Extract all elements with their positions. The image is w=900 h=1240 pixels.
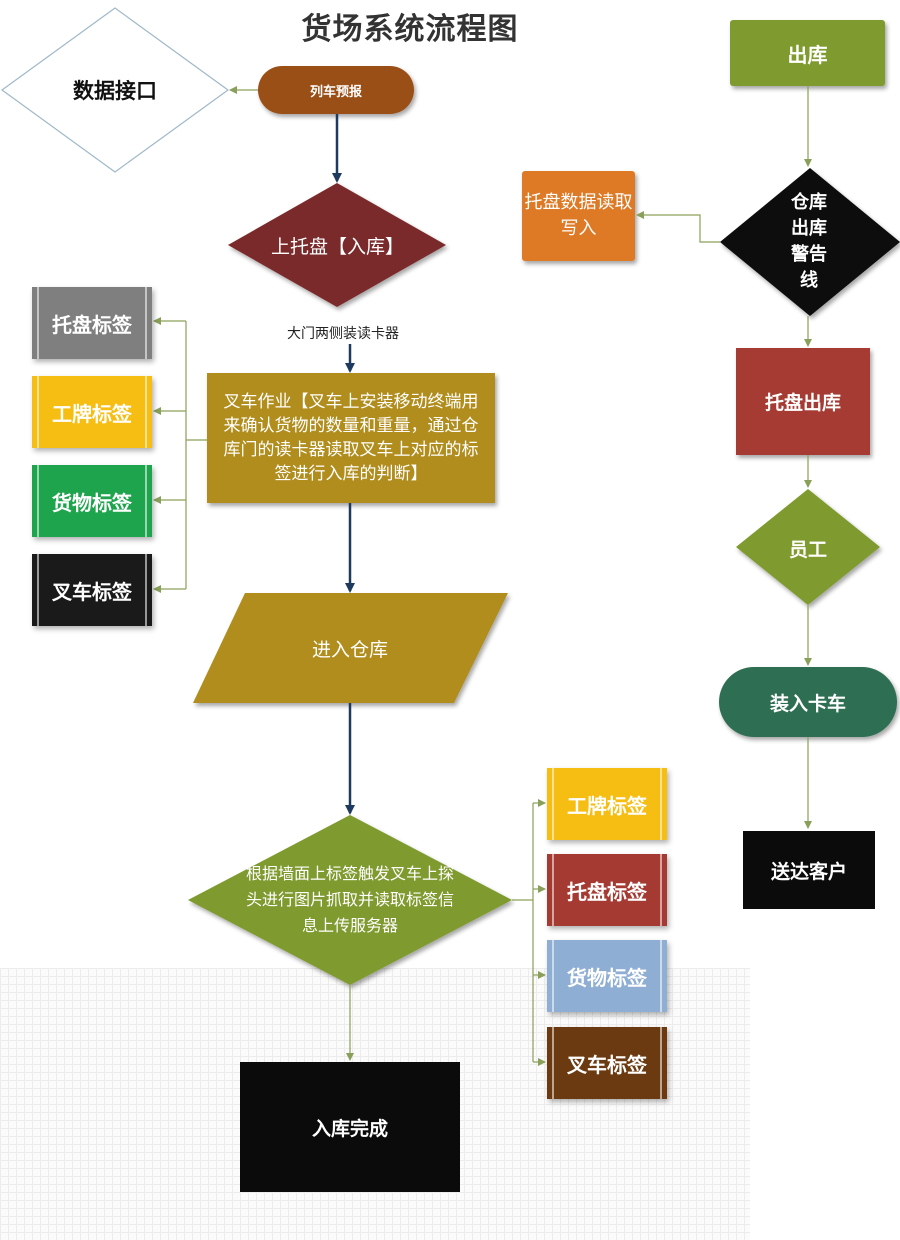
- pallet-inbound-label: 上托盘【入库】: [270, 235, 404, 258]
- bottom-tag-pallet: 托盘标签: [547, 854, 667, 926]
- left-tag-forklift: 叉车标签: [32, 554, 152, 626]
- warning-line-diamond: [720, 168, 900, 316]
- enter-warehouse-parallelogram: [193, 593, 508, 703]
- bottom-tag-goods: 货物标签: [547, 940, 667, 1012]
- outbound-box: [730, 20, 885, 86]
- forklift-op-label: 叉车作业【叉车上安装移动终端用来确认货物的数量和重量，通过仓库门的读卡器读取叉车…: [223, 392, 479, 484]
- staff-label: 员工: [788, 538, 827, 561]
- staff-diamond: [736, 489, 880, 605]
- pallet-inbound-diamond: [228, 183, 446, 307]
- bottom-tag-forklift: 叉车标签: [547, 1027, 667, 1099]
- left-tag-badge: 工牌标签: [32, 376, 152, 448]
- deliver-box: 送达客户: [743, 831, 875, 909]
- pallet-rw-label: 托盘数据读取写入: [524, 192, 633, 239]
- left-tag-pallet: 托盘标签: [32, 287, 152, 359]
- data-interface-label: 数据接口: [73, 79, 157, 103]
- wall-trigger-diamond: [188, 815, 512, 985]
- pallet-outbound-label: 托盘出库: [764, 392, 841, 414]
- train-forecast-pill: [258, 66, 414, 114]
- wall-trigger-label: 根据墙面上标签触发叉车上探头进行图片抓取并读取标签信息上传服务器: [245, 864, 454, 935]
- inbound-complete-box: 入库完成: [240, 1062, 460, 1192]
- outbound-label: 出库: [787, 42, 828, 67]
- left-tag-goods: 货物标签: [32, 465, 152, 537]
- train-forecast-label: 列车预报: [309, 84, 362, 100]
- bottom-tag-badge: 工牌标签: [547, 768, 667, 840]
- reader-note: 大门两侧装读卡器: [287, 326, 399, 342]
- page-title: 货场系统流程图: [301, 12, 519, 47]
- arrow-warning-to-rw: [636, 211, 720, 243]
- forklift-op-box: [207, 373, 495, 503]
- enter-warehouse-label: 进入仓库: [311, 638, 388, 661]
- pallet-rw-box: [522, 171, 635, 261]
- warning-line-label: 仓库出库警告线: [791, 192, 827, 291]
- load-truck-pill: [719, 667, 897, 737]
- data-interface-diamond: [0, 7, 230, 173]
- pallet-outbound-box: [736, 348, 870, 455]
- load-truck-label: 装入卡车: [769, 692, 846, 715]
